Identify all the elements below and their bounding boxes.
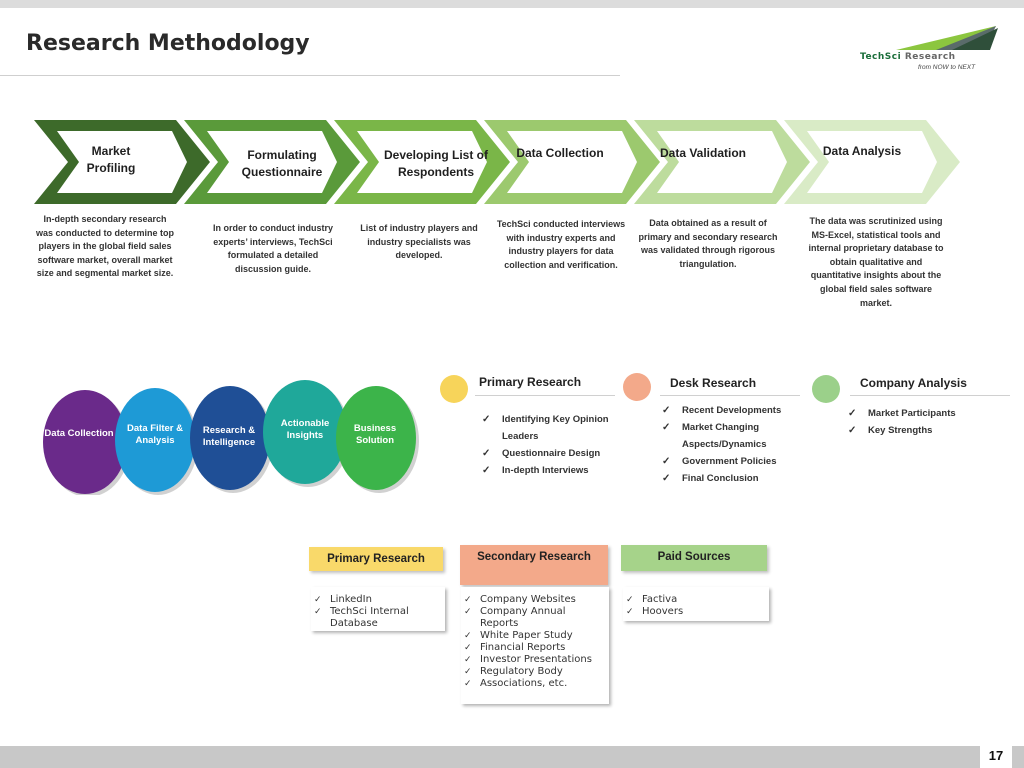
flow-stage-label: Data Collection bbox=[44, 428, 114, 439]
flow-circle bbox=[190, 386, 270, 490]
flow-stage-label: Business Solution bbox=[353, 423, 397, 446]
logo-name-part2: Research bbox=[904, 52, 956, 62]
research-type-dot-icon bbox=[623, 373, 651, 401]
process-chevrons bbox=[34, 120, 960, 204]
process-step-description: In-depth secondary research was conducte… bbox=[35, 214, 174, 279]
source-list: FactivaHoovers bbox=[623, 587, 769, 618]
research-type-divider bbox=[475, 395, 615, 396]
research-type-dot-icon bbox=[812, 375, 840, 403]
flow-stage-label: Research & Intelligence bbox=[202, 425, 256, 448]
process-step-label: Data Collection bbox=[516, 146, 604, 160]
page-number: 17 bbox=[980, 744, 1012, 768]
process-step-description: The data was scrutinized using MS-Excel,… bbox=[808, 216, 944, 308]
research-type-title: Company Analysis bbox=[860, 376, 967, 390]
process-step-label: Formulating Questionnaire bbox=[241, 148, 323, 179]
process-step-label: Data Analysis bbox=[822, 144, 902, 158]
source-list: Company WebsitesCompany Annual ReportsWh… bbox=[461, 587, 609, 690]
research-type-item: Government Policies bbox=[662, 453, 792, 470]
source-item: Financial Reports bbox=[461, 642, 603, 654]
flow-circle bbox=[336, 386, 416, 490]
source-item: TechSci Internal Database bbox=[311, 606, 439, 630]
logo-tagline: from NOW to NEXT bbox=[918, 64, 976, 71]
research-type-list: Identifying Key Opinion LeadersQuestionn… bbox=[482, 411, 622, 479]
title-divider bbox=[0, 75, 620, 76]
process-step-label: Market Profiling bbox=[86, 144, 136, 175]
process-chevron-inner bbox=[507, 131, 637, 193]
process-chevron-inner bbox=[657, 131, 787, 193]
flow-circle bbox=[43, 390, 127, 494]
flow-circles bbox=[43, 380, 419, 495]
process-step-description: TechSci conducted interviews with indust… bbox=[496, 219, 626, 270]
research-type-item: Final Conclusion bbox=[662, 470, 792, 487]
logo-name-part1: TechSci bbox=[860, 52, 902, 62]
top-bar bbox=[0, 0, 1024, 8]
research-type-item: Market Participants bbox=[848, 405, 998, 422]
page-title: Research Methodology bbox=[26, 31, 310, 56]
source-category-header: Primary Research bbox=[309, 547, 443, 571]
source-item: Hoovers bbox=[623, 606, 763, 618]
research-type-divider bbox=[850, 395, 1010, 396]
process-chevron-inner bbox=[807, 131, 937, 193]
process-chevron-inner bbox=[357, 131, 487, 193]
logo-name: TechSci Research bbox=[860, 52, 956, 62]
research-type-item: Key Strengths bbox=[848, 422, 998, 439]
research-type-item: Market Changing Aspects/Dynamics bbox=[662, 419, 792, 453]
source-category-box: LinkedInTechSci Internal Database bbox=[311, 587, 445, 631]
flow-circle bbox=[263, 380, 347, 484]
source-item: Associations, etc. bbox=[461, 678, 603, 690]
source-category-header: Paid Sources bbox=[621, 545, 767, 571]
research-type-title: Desk Research bbox=[670, 376, 757, 390]
source-list: LinkedInTechSci Internal Database bbox=[311, 587, 445, 630]
research-type-item: Questionnaire Design bbox=[482, 445, 622, 462]
company-logo: TechSci Research from NOW to NEXT bbox=[856, 24, 1002, 72]
process-step-label: Developing List of Respondents bbox=[383, 148, 488, 179]
process-step-description: Data obtained as a result of primary and… bbox=[638, 218, 778, 269]
research-type-item: Identifying Key Opinion Leaders bbox=[482, 411, 622, 445]
source-item: Company Annual Reports bbox=[461, 606, 603, 630]
source-item: Investor Presentations bbox=[461, 654, 603, 666]
process-step-label: Data Validation bbox=[659, 146, 747, 160]
research-type-list: Recent DevelopmentsMarket Changing Aspec… bbox=[662, 402, 792, 487]
footer-bar bbox=[0, 746, 1024, 768]
source-category-box: FactivaHoovers bbox=[623, 587, 769, 621]
source-category-header: Secondary Research bbox=[460, 545, 608, 585]
source-item: LinkedIn bbox=[311, 594, 439, 606]
process-chevron-inner bbox=[57, 131, 187, 193]
research-type-item: Recent Developments bbox=[662, 402, 792, 419]
process-step-description: List of industry players and industry sp… bbox=[360, 223, 478, 261]
research-type-dot-icon bbox=[440, 375, 468, 403]
process-chevron-inner bbox=[207, 131, 337, 193]
source-item: Company Websites bbox=[461, 594, 603, 606]
logo-swoosh-icon bbox=[896, 26, 998, 50]
flow-circle bbox=[115, 388, 195, 492]
source-item: Regulatory Body bbox=[461, 666, 603, 678]
research-type-item: In-depth Interviews bbox=[482, 462, 622, 479]
research-type-title: Primary Research bbox=[479, 375, 582, 389]
source-item: Factiva bbox=[623, 594, 763, 606]
research-type-divider bbox=[660, 395, 800, 396]
source-item: White Paper Study bbox=[461, 630, 603, 642]
flow-stage-label: Data Filter & Analysis bbox=[127, 423, 183, 446]
process-step-description: In order to conduct industry experts’ in… bbox=[212, 223, 333, 274]
research-type-list: Market ParticipantsKey Strengths bbox=[848, 405, 998, 439]
flow-stage-label: Actionable Insights bbox=[280, 418, 330, 441]
source-category-box: Company WebsitesCompany Annual ReportsWh… bbox=[461, 587, 609, 704]
